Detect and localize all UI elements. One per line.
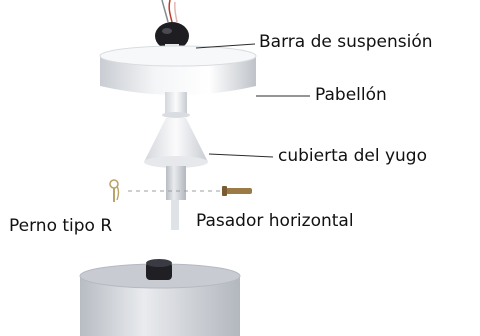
label-yoke-cover: cubierta del yugo xyxy=(278,146,427,166)
label-horizontal-pin: Pasador horizontal xyxy=(196,211,354,231)
wires xyxy=(161,0,178,23)
canopy-shape xyxy=(99,45,257,95)
horizontal-pin-part xyxy=(222,186,252,196)
r-pin-part xyxy=(109,179,120,202)
yoke-stem xyxy=(166,166,186,230)
label-suspension-bar: Barra de suspensión xyxy=(259,32,433,52)
leader-lines xyxy=(195,43,310,158)
label-canopy: Pabellón xyxy=(315,85,387,105)
yoke-cover-shape xyxy=(144,118,208,168)
label-r-pin: Perno tipo R xyxy=(9,216,113,236)
motor-housing xyxy=(79,259,241,336)
downrod xyxy=(162,92,190,118)
